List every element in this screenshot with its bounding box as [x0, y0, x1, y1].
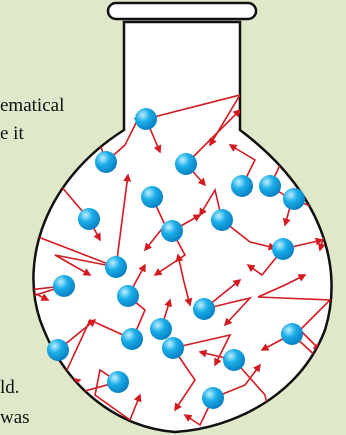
molecule [121, 328, 143, 350]
molecule [211, 209, 233, 231]
molecule [281, 323, 303, 345]
molecule [259, 175, 281, 197]
flask-rim [108, 3, 256, 19]
molecule [135, 108, 157, 130]
molecule [283, 188, 305, 210]
molecule [161, 220, 183, 242]
molecule [53, 275, 75, 297]
molecule [223, 349, 245, 371]
molecule [202, 387, 224, 409]
molecule [95, 151, 117, 173]
molecule [105, 256, 127, 278]
molecule [117, 285, 139, 307]
flask-body [33, 22, 331, 432]
molecule [193, 298, 215, 320]
molecule [107, 371, 129, 393]
molecule [141, 186, 163, 208]
molecule [47, 339, 69, 361]
molecule [78, 208, 100, 230]
molecule [175, 153, 197, 175]
molecule [272, 238, 294, 260]
molecule [150, 318, 172, 340]
molecule [162, 337, 184, 359]
molecule [231, 175, 253, 197]
